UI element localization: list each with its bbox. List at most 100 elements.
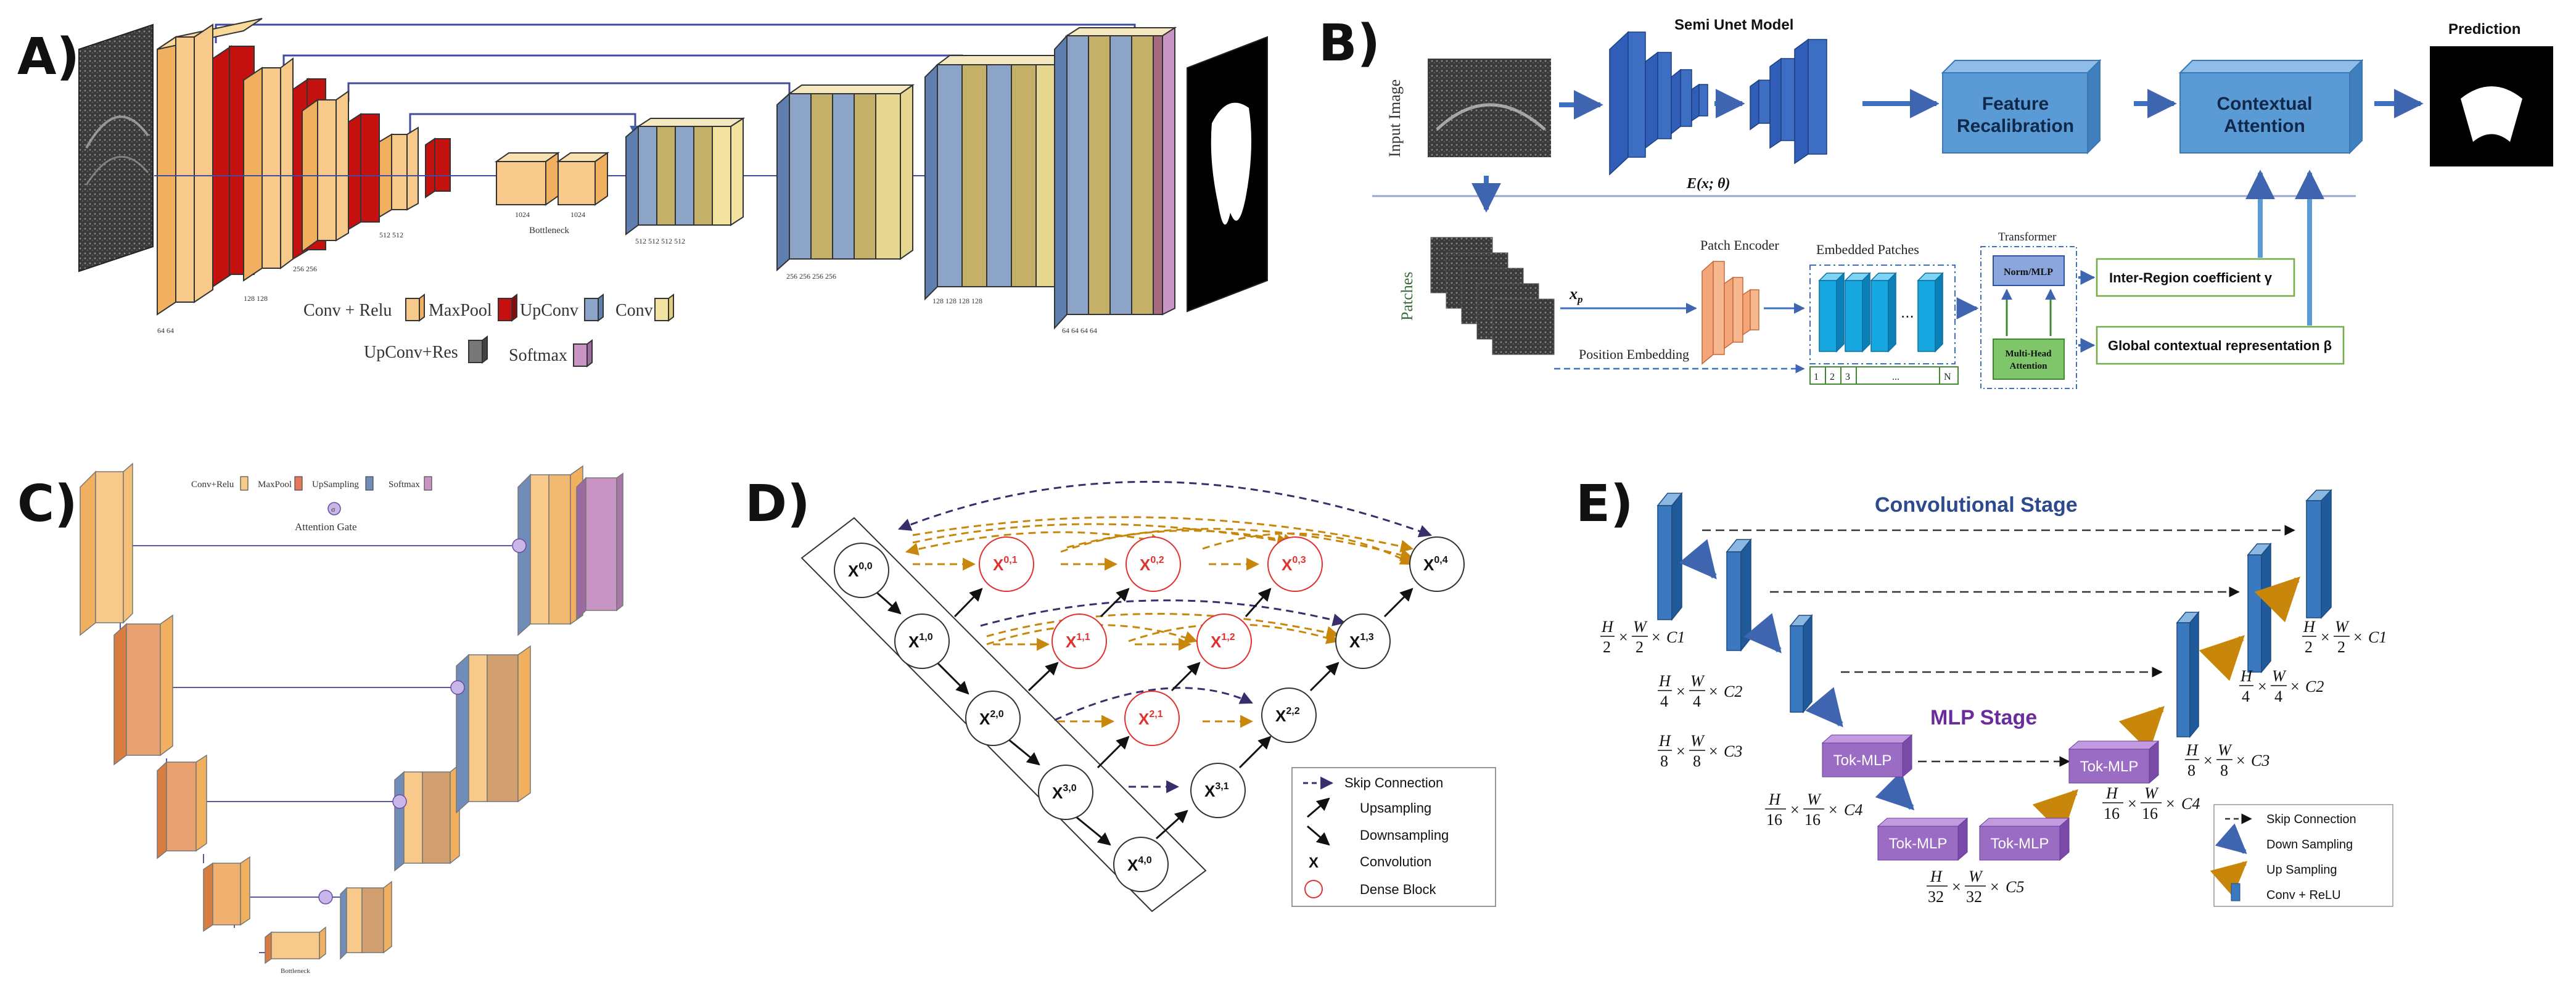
- dim-e-c3-left: H 8 × W 8 × C3: [1658, 732, 1742, 770]
- svg-text:32: 32: [1928, 888, 1944, 906]
- svg-text:×: ×: [1990, 878, 1999, 896]
- node-x31: X3,1: [1190, 763, 1246, 818]
- svg-text:H: H: [1601, 618, 1614, 636]
- svg-text:8: 8: [2220, 761, 2228, 779]
- node-x00: X0,0: [834, 543, 889, 598]
- svg-text:4: 4: [1660, 692, 1668, 710]
- svg-text:C1: C1: [1666, 628, 1685, 646]
- panel-b-pos-token-1: 1: [1814, 372, 1819, 382]
- svg-text:2: 2: [1636, 638, 1644, 656]
- svg-text:X3,0: X3,0: [1052, 783, 1077, 802]
- panel-b-multi-head-line1: Multi-Head: [2006, 349, 2052, 359]
- panel-a-unet: A): [17, 18, 1268, 367]
- svg-text:×: ×: [2128, 795, 2137, 813]
- dim-e-c5: H 32 × W 32 × C5: [1927, 868, 2024, 906]
- panel-a-dim-dec-2: 128 128 128 128: [932, 297, 982, 305]
- node-x21: X2,1: [1124, 691, 1180, 746]
- dim-e-c2-right: H 4 × W 4 × C2: [2239, 667, 2324, 705]
- svg-text:C2: C2: [2305, 678, 2324, 695]
- svg-text:2: 2: [2337, 638, 2345, 656]
- panel-b-ctx-line2: Attention: [2224, 116, 2305, 136]
- panel-d-nodes: X0,0 X1,0 X2,0 X3,0 X4,0 X0,1 X0,2 X0,3 …: [834, 536, 1465, 892]
- dim-e-c3-right: H 8 × W 8 × C3: [2185, 741, 2269, 779]
- svg-text:H: H: [2105, 784, 2118, 802]
- panel-a-bottleneck-dim-2: 1024: [570, 210, 585, 219]
- panel-b-encoder-fn: E(x; θ): [1686, 176, 1730, 192]
- svg-text:×: ×: [2321, 628, 2330, 646]
- svg-text:×: ×: [1652, 628, 1661, 646]
- panel-a-bottleneck-dim-1: 1024: [515, 210, 530, 219]
- panel-b-flow-arrows: [1471, 89, 2424, 213]
- legend-a-upconv-res-label: UpConv+Res: [364, 343, 458, 362]
- panel-b-inter-region-box: [2096, 258, 2295, 297]
- panel-e-letter: E): [1576, 475, 1634, 533]
- svg-text:2: 2: [2305, 638, 2313, 656]
- svg-text:X4,0: X4,0: [1127, 855, 1152, 874]
- svg-text:W: W: [2144, 784, 2159, 802]
- legend-a-conv-relu-swatch: [405, 293, 425, 322]
- legend-a-conv-label: Conv: [615, 301, 653, 320]
- svg-text:X2,0: X2,0: [979, 709, 1004, 728]
- svg-text:C1: C1: [2368, 628, 2387, 646]
- svg-text:16: 16: [1804, 811, 1821, 829]
- node-x01: X0,1: [979, 536, 1034, 592]
- svg-text:×: ×: [2204, 752, 2213, 769]
- panel-b-letter: B): [1319, 14, 1380, 73]
- panel-b-patch-encoder: [1702, 260, 1759, 365]
- svg-text:×: ×: [1952, 878, 1961, 896]
- svg-text:H: H: [1658, 672, 1671, 690]
- legend-e-conv: Conv + ReLU: [2266, 888, 2341, 902]
- node-x22: X2,2: [1261, 687, 1317, 743]
- panel-d-sampling-arrows: [872, 588, 1414, 846]
- svg-text:16: 16: [2104, 805, 2120, 823]
- panel-a-encoder: [157, 18, 451, 316]
- legend-e-conv-swatch: [2231, 883, 2241, 901]
- panel-b-norm-mlp-box: [1993, 255, 2065, 286]
- dim-e-c4-left: H 16 × W 16 × C4: [1765, 790, 1862, 829]
- tok-mlp-4: Tok-MLP: [2068, 740, 2160, 784]
- node-x13: X1,3: [1335, 613, 1391, 669]
- tok-mlp-2: Tok-MLP: [1877, 817, 1969, 861]
- svg-text:X1,0: X1,0: [908, 632, 933, 651]
- dim-e-c1-right: H 2 × W 2 × C1: [2302, 618, 2387, 656]
- svg-text:W: W: [2218, 741, 2232, 759]
- panel-a-legend: Conv + Relu MaxPool UpConv Conv UpConv+R…: [303, 293, 674, 367]
- svg-text:×: ×: [2290, 678, 2300, 695]
- panel-e-conv-blocks: [1656, 489, 2332, 739]
- panel-b-prediction-title: Prediction: [2448, 21, 2520, 38]
- svg-text:H: H: [1658, 732, 1671, 750]
- svg-text:X2,2: X2,2: [1275, 706, 1300, 725]
- panel-b-transformer-label: Transformer: [1998, 231, 2057, 244]
- node-x40: X4,0: [1113, 837, 1169, 892]
- svg-text:W: W: [1690, 732, 1705, 750]
- panel-b-pos-token-n: N: [1944, 372, 1951, 382]
- panel-c-attention-unet: C) Conv+Relu MaxPool UpSampling Softmax …: [17, 462, 623, 975]
- panel-b-transformer-frame: [1980, 246, 2077, 389]
- panel-b-embedded-tokens: [1818, 272, 1944, 353]
- svg-text:H: H: [2240, 667, 2253, 685]
- svg-text:4: 4: [2242, 687, 2250, 705]
- panel-e-tok-mlp-blocks: Tok-MLP Tok-MLP Tok-MLP Tok-MLP: [1821, 734, 2160, 861]
- panel-a-bottleneck-label: Bottleneck: [529, 226, 569, 236]
- svg-text:4: 4: [1693, 692, 1701, 710]
- panel-a-dim-dec-4: 512 512 512 512: [635, 237, 685, 245]
- panel-e-dim-labels: H 2 × W 2 × C1 H 4 × W 4 × C2: [1600, 618, 2387, 906]
- svg-text:×: ×: [1709, 683, 1718, 700]
- panel-c-bottleneck-label: Bottleneck: [281, 967, 310, 975]
- legend-d-dense-swatch: [1304, 880, 1323, 898]
- node-x12: X1,2: [1196, 613, 1252, 669]
- legend-c-upsampling-label: UpSampling: [312, 480, 359, 490]
- svg-text:C3: C3: [2251, 752, 2269, 769]
- panel-b-embedded-ellipsis: ...: [1901, 303, 1914, 321]
- dim-e-c2-left: H 4 × W 4 × C2: [1658, 672, 1742, 710]
- panel-e-up-arrows: [2032, 576, 2300, 835]
- svg-text:Tok-MLP: Tok-MLP: [1991, 835, 2049, 852]
- panel-c-letter: C): [17, 475, 78, 533]
- node-x30: X3,0: [1038, 765, 1093, 820]
- legend-a-softmax-label: Softmax: [509, 346, 567, 365]
- legend-d-conv-symbol: X: [1309, 855, 1319, 871]
- svg-text:16: 16: [2142, 805, 2158, 823]
- svg-text:C4: C4: [1844, 801, 1862, 819]
- legend-a-maxpool-swatch: [498, 293, 517, 322]
- legend-c-attention-gate-label: Attention Gate: [295, 521, 357, 533]
